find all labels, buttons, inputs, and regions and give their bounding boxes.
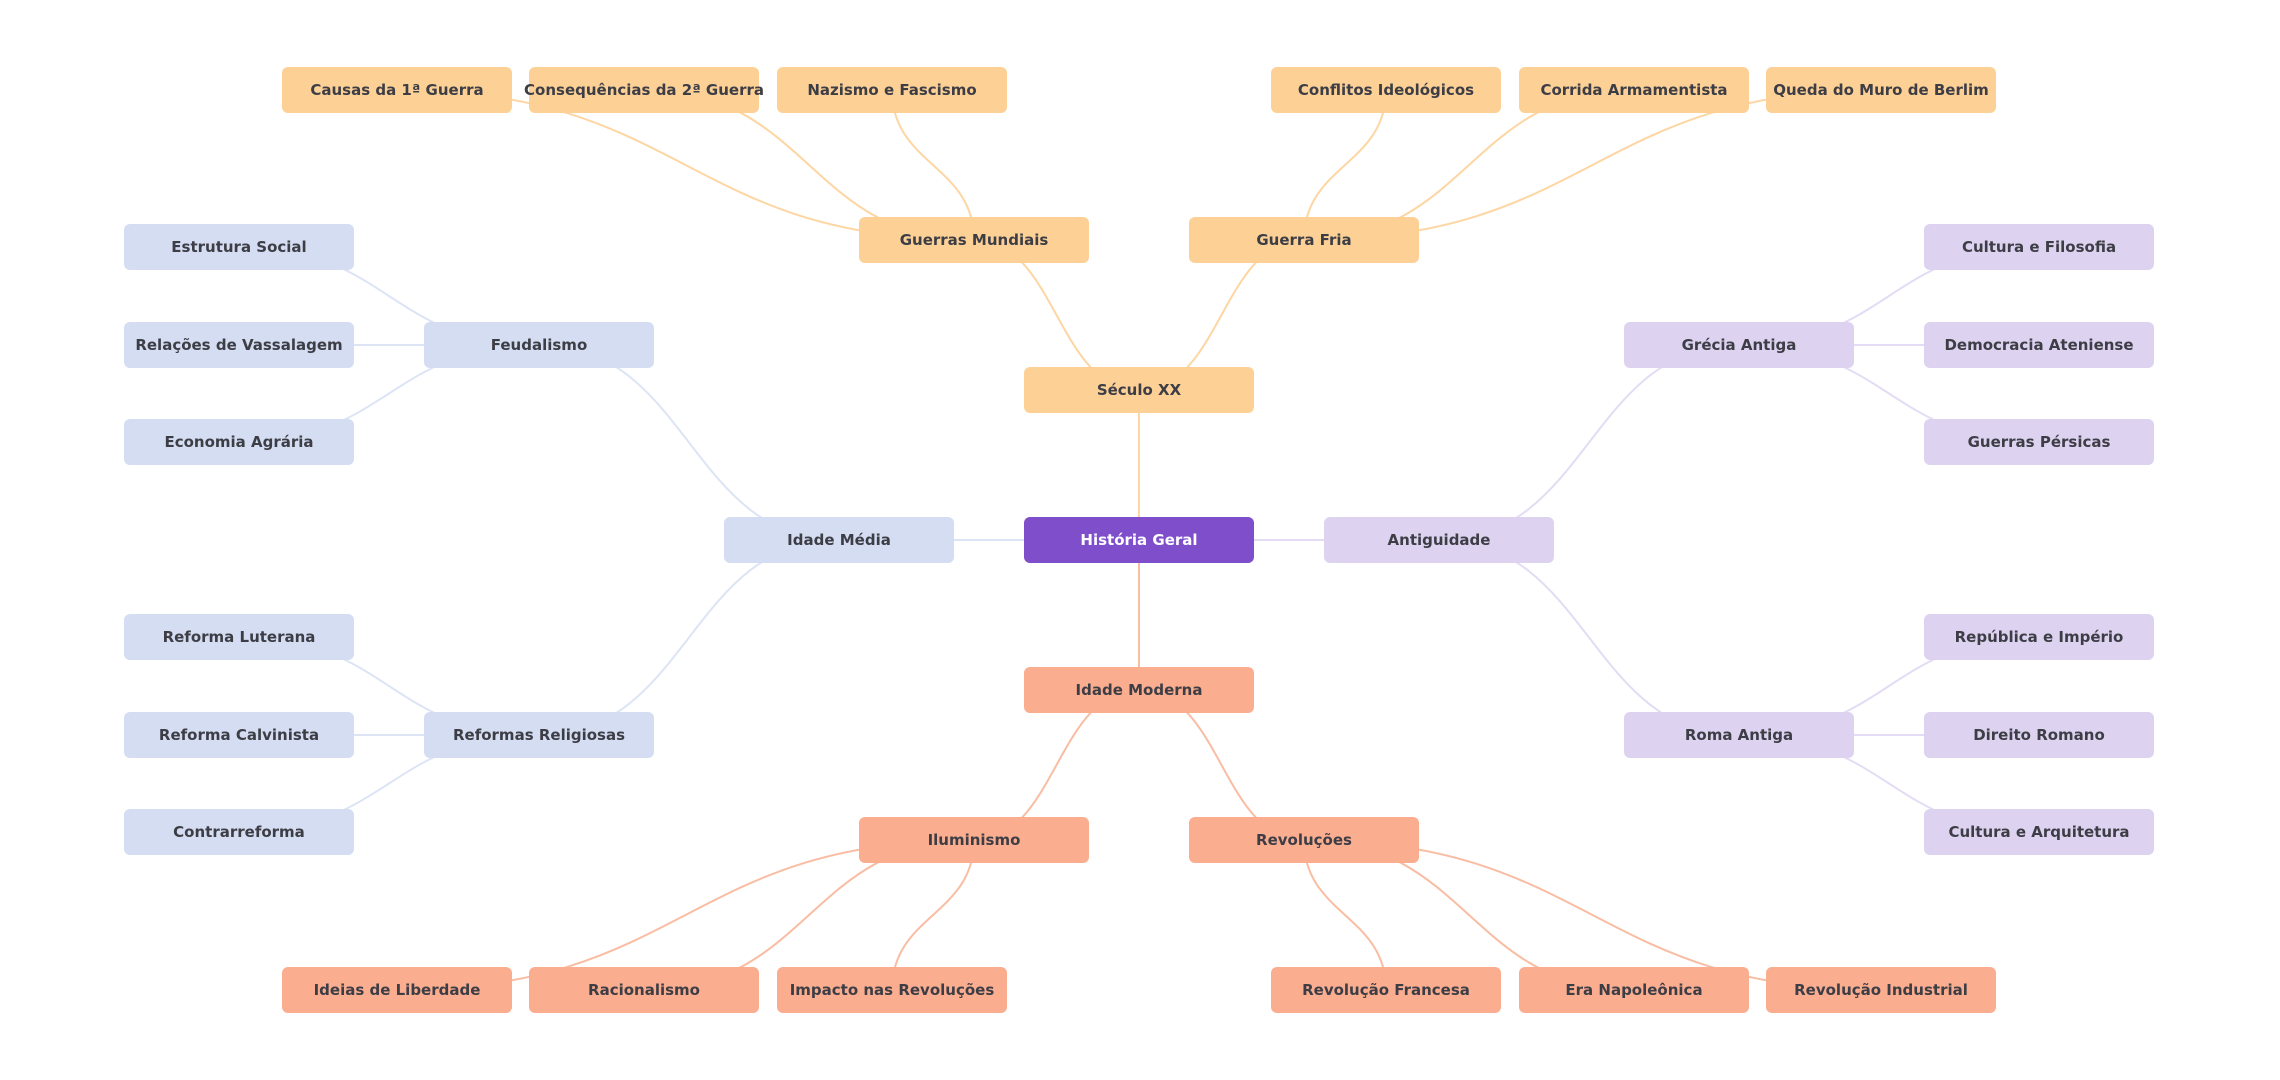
- node-seculo-xx[interactable]: Século XX: [1024, 367, 1254, 413]
- node-label: Economia Agrária: [164, 433, 314, 451]
- node-label: Ideias de Liberdade: [313, 981, 481, 999]
- node-label: Cultura e Arquitetura: [1948, 823, 2130, 841]
- edge-iluminismo-to-impacto-revolucoes: [891, 839, 975, 991]
- node-label: Democracia Ateniense: [1944, 336, 2134, 354]
- edge-idade-media-to-feudalismo: [538, 344, 840, 541]
- node-contrarreforma[interactable]: Contrarreforma: [124, 809, 354, 855]
- node-label: Reforma Luterana: [162, 628, 316, 646]
- node-label: Grécia Antiga: [1681, 336, 1797, 354]
- node-impacto-revolucoes[interactable]: Impacto nas Revoluções: [777, 967, 1007, 1013]
- node-idade-media[interactable]: Idade Média: [724, 517, 954, 563]
- node-revolucao-industrial[interactable]: Revolução Industrial: [1766, 967, 1996, 1013]
- node-roma-antiga[interactable]: Roma Antiga: [1624, 712, 1854, 758]
- node-revolucoes[interactable]: Revoluções: [1189, 817, 1419, 863]
- node-antiguidade[interactable]: Antiguidade: [1324, 517, 1554, 563]
- node-label: Reformas Religiosas: [452, 726, 626, 744]
- node-label: Estrutura Social: [171, 238, 307, 256]
- node-era-napoleonica[interactable]: Era Napoleônica: [1519, 967, 1749, 1013]
- node-label: Reforma Calvinista: [158, 726, 320, 744]
- node-root[interactable]: História Geral: [1024, 517, 1254, 563]
- node-label: Cultura e Filosofia: [1961, 238, 2117, 256]
- node-racionalismo[interactable]: Racionalismo: [529, 967, 759, 1013]
- node-queda-muro-berlim[interactable]: Queda do Muro de Berlim: [1766, 67, 1996, 113]
- node-revolucao-francesa[interactable]: Revolução Francesa: [1271, 967, 1501, 1013]
- node-label: Relações de Vassalagem: [135, 336, 343, 354]
- edge-idade-media-to-reformas-religiosas: [538, 539, 840, 736]
- node-label: Nazismo e Fascismo: [807, 81, 977, 99]
- node-republica-imperio[interactable]: República e Império: [1924, 614, 2154, 660]
- node-reforma-calvinista[interactable]: Reforma Calvinista: [124, 712, 354, 758]
- node-cultura-arquitetura[interactable]: Cultura e Arquitetura: [1924, 809, 2154, 855]
- node-label: Revolução Industrial: [1794, 981, 1968, 999]
- edge-antiguidade-to-grecia-antiga: [1438, 344, 1740, 541]
- node-iluminismo[interactable]: Iluminismo: [859, 817, 1089, 863]
- node-grecia-antiga[interactable]: Grécia Antiga: [1624, 322, 1854, 368]
- node-label: Roma Antiga: [1684, 726, 1794, 744]
- node-conflitos-ideologicos[interactable]: Conflitos Ideológicos: [1271, 67, 1501, 113]
- node-label: Causas da 1ª Guerra: [310, 81, 484, 99]
- node-label: Conflitos Ideológicos: [1297, 81, 1475, 99]
- node-feudalismo[interactable]: Feudalismo: [424, 322, 654, 368]
- node-label: Revolução Francesa: [1302, 981, 1470, 999]
- node-label: Impacto nas Revoluções: [789, 981, 995, 999]
- node-relacoes-vassalagem[interactable]: Relações de Vassalagem: [124, 322, 354, 368]
- node-label: História Geral: [1080, 531, 1198, 549]
- edge-guerras-mundiais-to-nazismo-fascismo: [891, 89, 975, 241]
- node-consequencias-2a-guerra[interactable]: Consequências da 2ª Guerra: [524, 67, 764, 113]
- node-reforma-luterana[interactable]: Reforma Luterana: [124, 614, 354, 660]
- node-label: Queda do Muro de Berlim: [1773, 81, 1989, 99]
- node-label: Era Napoleônica: [1565, 981, 1703, 999]
- node-label: Iluminismo: [927, 831, 1021, 849]
- node-label: República e Império: [1954, 628, 2124, 646]
- node-direito-romano[interactable]: Direito Romano: [1924, 712, 2154, 758]
- node-guerras-persicas[interactable]: Guerras Pérsicas: [1924, 419, 2154, 465]
- node-nazismo-fascismo[interactable]: Nazismo e Fascismo: [777, 67, 1007, 113]
- node-guerras-mundiais[interactable]: Guerras Mundiais: [859, 217, 1089, 263]
- node-label: Feudalismo: [490, 336, 588, 354]
- node-label: Século XX: [1096, 381, 1182, 399]
- node-label: Racionalismo: [588, 981, 700, 999]
- node-idade-moderna[interactable]: Idade Moderna: [1024, 667, 1254, 713]
- node-label: Antiguidade: [1387, 531, 1491, 549]
- node-label: Guerras Mundiais: [899, 231, 1049, 249]
- node-estrutura-social[interactable]: Estrutura Social: [124, 224, 354, 270]
- edge-guerra-fria-to-conflitos-ideologicos: [1303, 89, 1387, 241]
- node-label: Idade Moderna: [1075, 681, 1203, 699]
- node-corrida-armamentista[interactable]: Corrida Armamentista: [1519, 67, 1749, 113]
- node-economia-agraria[interactable]: Economia Agrária: [124, 419, 354, 465]
- node-reformas-religiosas[interactable]: Reformas Religiosas: [424, 712, 654, 758]
- edge-antiguidade-to-roma-antiga: [1438, 539, 1740, 736]
- node-label: Direito Romano: [1973, 726, 2105, 744]
- node-label: Idade Média: [787, 531, 891, 549]
- node-label: Consequências da 2ª Guerra: [524, 81, 764, 99]
- edge-revolucoes-to-revolucao-francesa: [1303, 839, 1387, 991]
- node-cultura-filosofia[interactable]: Cultura e Filosofia: [1924, 224, 2154, 270]
- node-democracia-ateniense[interactable]: Democracia Ateniense: [1924, 322, 2154, 368]
- node-label: Guerra Fria: [1256, 231, 1352, 249]
- node-label: Guerras Pérsicas: [1967, 433, 2111, 451]
- node-label: Revoluções: [1256, 831, 1352, 849]
- node-label: Contrarreforma: [173, 823, 305, 841]
- node-guerra-fria[interactable]: Guerra Fria: [1189, 217, 1419, 263]
- node-causas-1a-guerra[interactable]: Causas da 1ª Guerra: [282, 67, 512, 113]
- node-label: Corrida Armamentista: [1540, 81, 1728, 99]
- node-ideias-liberdade[interactable]: Ideias de Liberdade: [282, 967, 512, 1013]
